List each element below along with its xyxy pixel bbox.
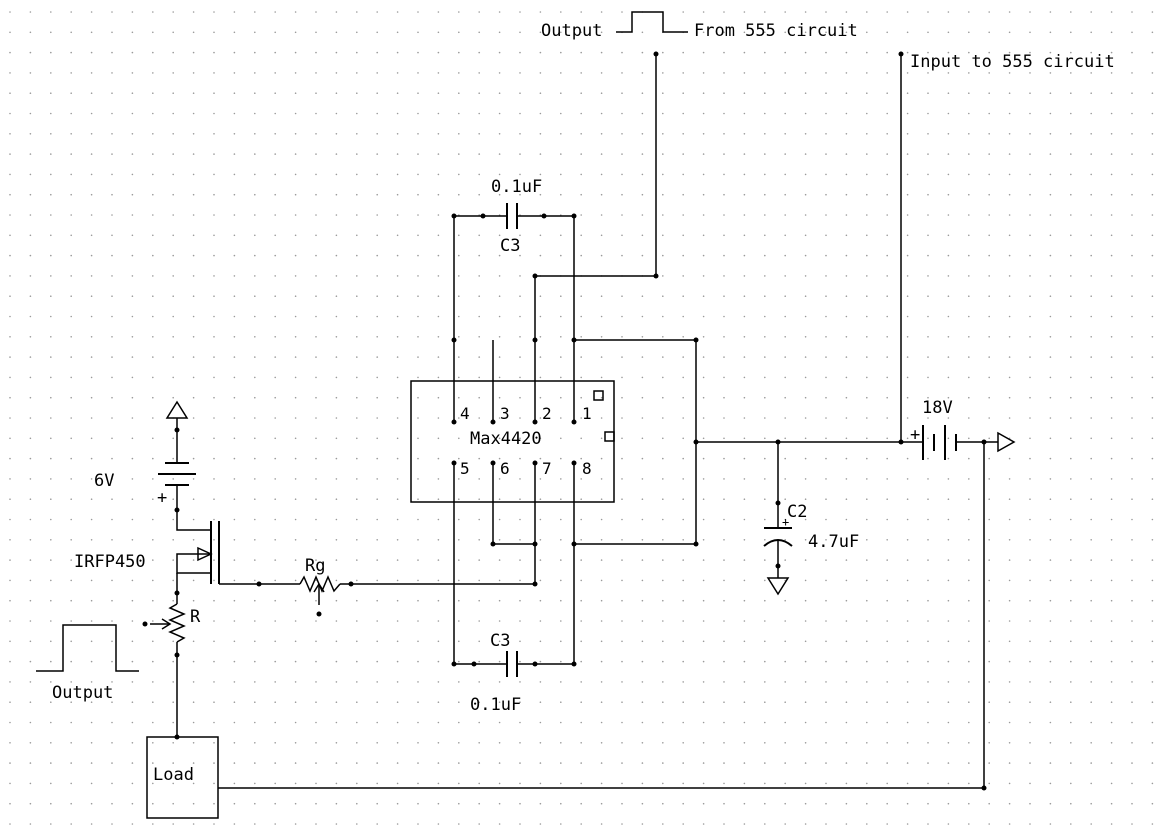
junction-dot xyxy=(256,581,262,587)
junction-dot xyxy=(898,439,904,445)
mosfet-arrow-icon xyxy=(197,546,213,562)
junction-dot xyxy=(174,427,180,433)
r-wiper-arrow xyxy=(161,618,172,630)
wire-pin8-rail xyxy=(574,442,697,545)
ic-name-label: Max4420 xyxy=(470,429,542,449)
junction-dot xyxy=(898,51,904,57)
rg-wiper-arrow xyxy=(313,582,325,593)
junction-dot xyxy=(693,541,699,547)
ic-pin4-label: 4 xyxy=(460,404,470,423)
junction-dot xyxy=(693,337,699,343)
wire-to-pin2 xyxy=(534,275,656,340)
junction-dot xyxy=(571,213,577,219)
junction-dot xyxy=(532,337,538,343)
input-555-label: Input to 555 circuit xyxy=(910,52,1115,72)
battery-18v-label: 18V xyxy=(922,398,953,418)
ic-pin8-label: 8 xyxy=(582,459,592,478)
junction-dot xyxy=(775,563,781,569)
mosfet-label: IRFP450 xyxy=(74,552,146,572)
ic-pin1-marker xyxy=(593,390,604,401)
ic-pin5-label: 5 xyxy=(460,459,470,478)
c3-bottom-value: 0.1uF xyxy=(470,695,521,715)
junction-dot xyxy=(142,621,148,627)
wire-pin1-rail xyxy=(574,339,697,442)
junction-dot xyxy=(532,541,538,547)
ic-pin1-label: 1 xyxy=(582,404,592,423)
ground-arrow-icon xyxy=(997,431,1016,453)
ic-pin2-label: 2 xyxy=(542,404,552,423)
junction-dot xyxy=(490,541,496,547)
plus-c2: + xyxy=(782,515,789,529)
ground-triangle-icon xyxy=(766,577,790,596)
c2-value: 4.7uF xyxy=(808,532,859,552)
ic-pin1-dot xyxy=(571,419,577,425)
ic-notch xyxy=(604,431,615,442)
ic-pin6-label: 6 xyxy=(500,459,510,478)
junction-dot xyxy=(653,51,659,57)
wire-load-return xyxy=(218,442,985,789)
c2-name: C2 xyxy=(787,502,807,522)
junction-dot xyxy=(451,337,457,343)
junction-dot xyxy=(981,785,987,791)
c3-top-name: C3 xyxy=(500,236,520,256)
junction-dot xyxy=(571,541,577,547)
junction-dot xyxy=(541,213,547,219)
junction-dot xyxy=(571,661,577,667)
plus-6v: + xyxy=(157,488,167,508)
junction-dot xyxy=(174,590,180,596)
battery-6v-label: 6V xyxy=(94,471,114,491)
junction-dot xyxy=(480,213,486,219)
grid-dots xyxy=(9,11,1154,825)
supply-arrow-icon xyxy=(165,400,189,419)
junction-dot xyxy=(451,661,457,667)
c3-top-value: 0.1uF xyxy=(491,177,542,197)
output-bottom-label: Output xyxy=(52,683,113,703)
load-label: Load xyxy=(153,765,194,785)
ic-pin3-label: 3 xyxy=(500,404,510,423)
junction-dot xyxy=(532,661,538,667)
ic-pin4-dot xyxy=(451,419,457,425)
wire-c3-top-left xyxy=(453,215,507,340)
pulse-waveform-bottom xyxy=(36,624,139,672)
rg-label: Rg xyxy=(305,556,325,576)
wire-mosfet-body xyxy=(176,553,211,574)
from-555-label: From 555 circuit xyxy=(694,21,858,41)
r-resistor xyxy=(168,603,186,643)
junction-dot xyxy=(316,611,322,617)
junction-dot xyxy=(653,273,659,279)
output-top-label: Output xyxy=(541,21,602,41)
junction-dot xyxy=(451,213,457,219)
junction-dot xyxy=(532,273,538,279)
junction-dot xyxy=(532,581,538,587)
ic-pin3-dot xyxy=(490,419,496,425)
load-box xyxy=(146,736,219,819)
rg-resistor xyxy=(299,575,341,593)
junction-dot xyxy=(348,581,354,587)
wire-6v-drain xyxy=(176,485,211,531)
ic-pin2-dot xyxy=(532,419,538,425)
r-label: R xyxy=(190,607,201,627)
junction-dot xyxy=(174,652,180,658)
junction-dot xyxy=(471,661,477,667)
ic-pin7-label: 7 xyxy=(542,459,552,478)
c3-bottom-name: C3 xyxy=(490,631,510,651)
wire-c3-top-right xyxy=(517,215,575,340)
plus-18v: + xyxy=(910,425,920,445)
pulse-waveform-top xyxy=(616,11,688,33)
junction-dot xyxy=(775,500,781,506)
junction-dot xyxy=(174,507,180,513)
